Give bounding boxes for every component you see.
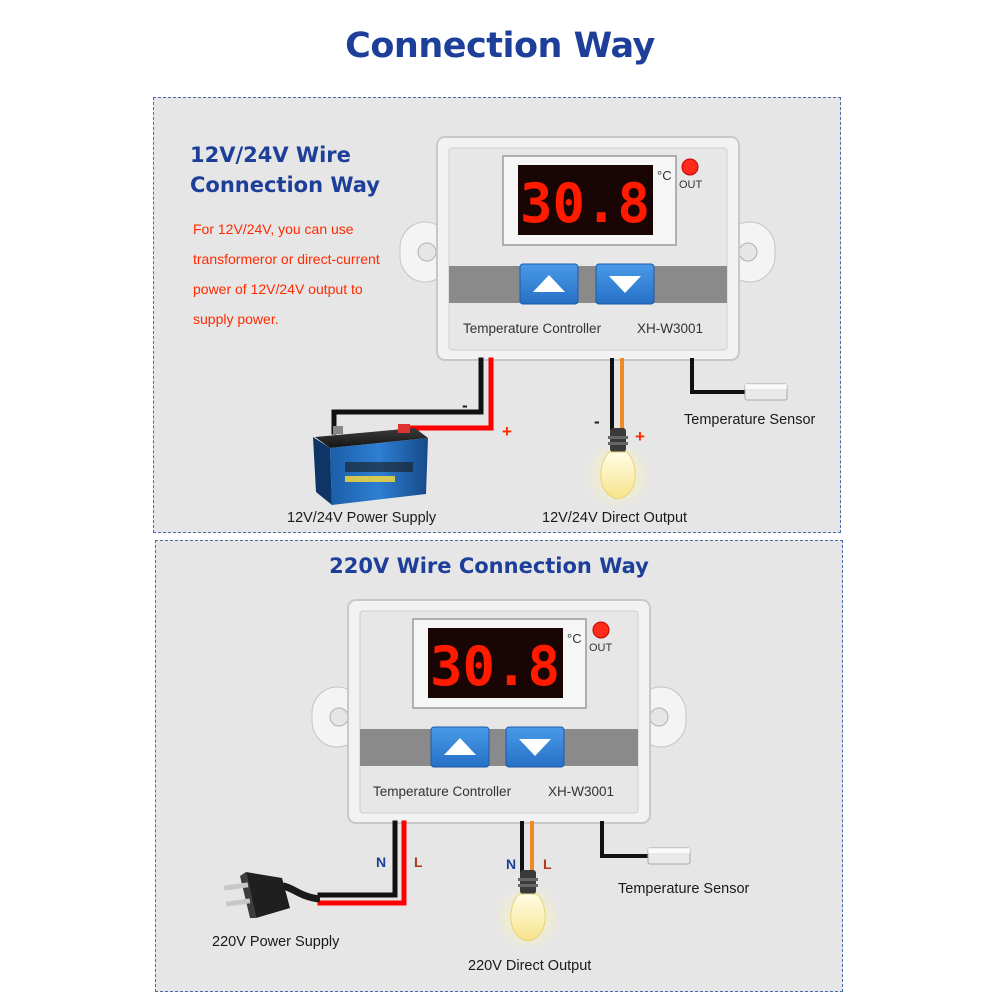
controller-label-1: Temperature Controller [463,321,602,336]
section1-title-line1: 12V/24V Wire [190,143,351,167]
light-bulb-icon [494,870,562,952]
battery-minus-sign: - [462,396,468,415]
power-live-label: L [414,854,423,870]
temperature-probe-icon [744,383,788,401]
output-live-label: L [543,856,552,872]
section1-title-line2: Connection Way [190,173,380,197]
unit-celsius-2: °C [567,631,582,646]
note-line: transformeror or direct-current [193,251,380,267]
output-plus-sign: + [635,427,645,446]
controller-unit-1: 30.8 °C OUT Temperature Controller XH-W3… [399,136,776,361]
note-line: power of 12V/24V output to [193,281,363,297]
output-minus-sign: - [594,412,600,431]
main-title: Connection Way [345,26,655,66]
out-label-1: OUT [679,179,703,191]
out-indicator-led-2 [592,621,610,639]
display-readout-2: 30.8 [430,635,560,698]
down-arrow-icon [519,739,551,756]
controller-unit-2: 30.8 °C OUT Temperature Controller XH-W3… [311,599,687,824]
section1-power-label: 12V/24V Power Supply [287,510,437,526]
controller-model-2: XH-W3001 [548,784,614,799]
note-line: supply power. [193,311,279,327]
temperature-probe-icon [647,847,691,865]
battery-icon [313,424,428,505]
section2-output-label: 220V Direct Output [468,958,592,974]
power-neutral-label: N [376,854,387,870]
section2-title: 220V Wire Connection Way [329,554,649,578]
display-readout-1: 30.8 [520,172,650,235]
led-display-2 [428,628,563,698]
section2-power-label: 220V Power Supply [212,934,340,950]
section1-sensor-label: Temperature Sensor [684,412,816,428]
unit-celsius-1: °C [657,168,672,183]
out-indicator-led-1 [681,158,699,176]
light-bulb-icon [584,428,652,509]
up-arrow-icon [444,738,476,755]
battery-plus-sign: + [502,422,512,441]
up-arrow-icon [533,275,565,292]
wires-section-2 [317,820,654,906]
power-plug-icon [223,872,321,918]
section1-output-label: 12V/24V Direct Output [542,510,688,526]
controller-model-1: XH-W3001 [637,321,703,336]
out-label-2: OUT [589,642,613,654]
section2-sensor-label: Temperature Sensor [618,881,750,897]
section1-note: For 12V/24V, you can use transformeror o… [193,218,433,338]
led-display-1 [518,165,653,235]
note-line: For 12V/24V, you can use [193,221,354,237]
output-neutral-label: N [506,856,517,872]
down-arrow-icon [609,276,641,293]
controller-label-2: Temperature Controller [373,784,512,799]
